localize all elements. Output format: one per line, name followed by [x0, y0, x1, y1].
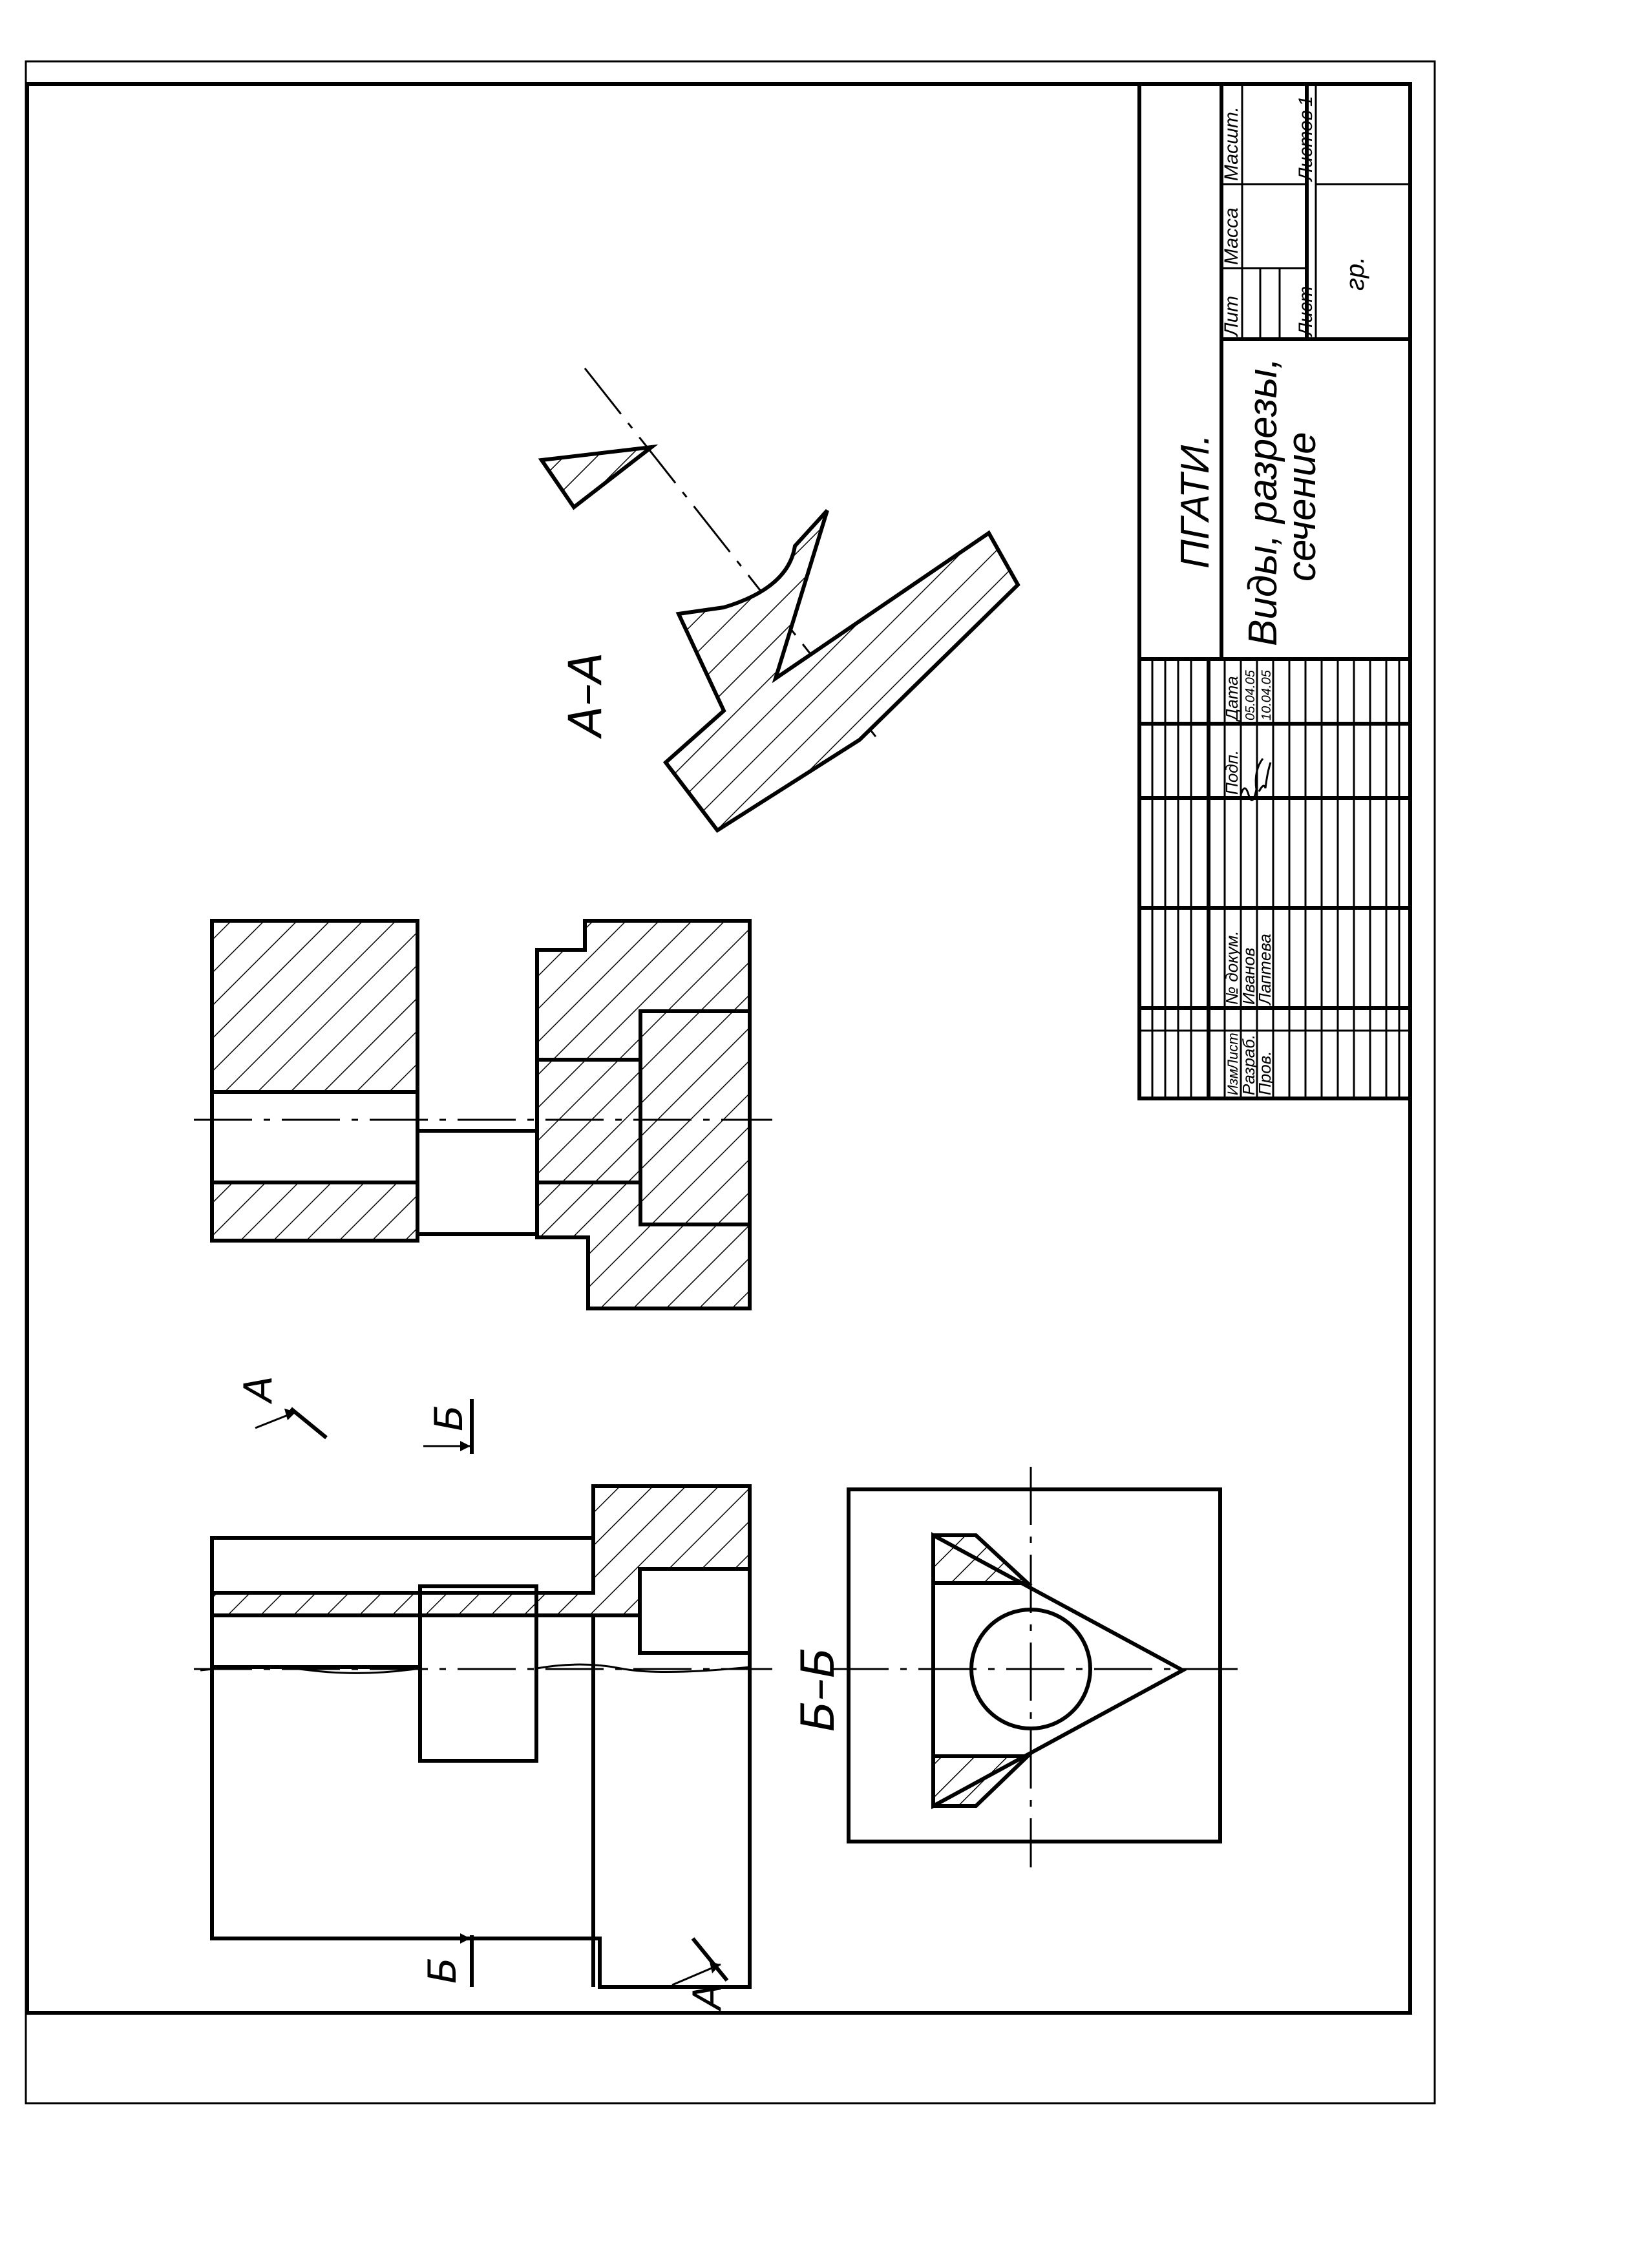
developer-signature — [1240, 758, 1264, 801]
svg-text:A: A — [685, 1983, 730, 2012]
front-upper-hatch — [210, 1484, 752, 1617]
scale-label: Масшт. — [1221, 107, 1242, 181]
developer-date: 05.04.05 — [1243, 669, 1258, 720]
section-aa: A–A — [538, 368, 1020, 834]
front-right-bore — [638, 1567, 752, 1655]
sheets-label: Листов — [1295, 110, 1316, 182]
front-view — [194, 1484, 772, 1989]
header-signature: Подп. — [1222, 750, 1241, 795]
drawing-title-line2: сечение — [1280, 432, 1324, 582]
cut-marker-b-top: Б — [423, 1399, 474, 1454]
cut-marker-b-bottom: Б — [420, 1933, 474, 1987]
aa-small-triangle — [538, 444, 659, 510]
checker-name: Лаптева — [1255, 934, 1274, 1006]
sheets-count: 1 — [1295, 96, 1316, 107]
aa-section-label: A–A — [559, 652, 612, 739]
center-shaft — [416, 1129, 539, 1236]
section-bb: Б–Б — [792, 1467, 1238, 1867]
aa-main-section — [662, 509, 1020, 834]
header-date: Дата — [1222, 676, 1241, 722]
header-doc-no: № докум. — [1222, 930, 1241, 1005]
front-break-line — [200, 1663, 750, 1674]
svg-text:Б: Б — [427, 1405, 472, 1431]
checker-date: 10.04.05 — [1260, 669, 1274, 720]
title-block-text: ПГАТИ. Виды, разрезы, сечение Лит Масса … — [1173, 96, 1369, 1095]
organization-name: ПГАТИ. — [1173, 434, 1218, 569]
role-checker: Пров. — [1255, 1051, 1274, 1095]
bb-square — [847, 1487, 1222, 1843]
group-label: гр. — [1341, 257, 1369, 291]
left-block-top-hatch — [210, 919, 419, 1094]
cut-marker-a-top: A — [236, 1376, 328, 1440]
role-developer: Разраб. — [1239, 1034, 1258, 1095]
bb-triangle — [931, 1531, 1187, 1810]
sheet-label: Лист — [1295, 286, 1316, 337]
right-block-body — [535, 919, 752, 1310]
cut-marker-a-bottom: A — [671, 1937, 730, 2012]
header-change: Изм — [1225, 1069, 1241, 1095]
right-block-counterbore — [639, 1009, 752, 1226]
left-block-bottom-hatch — [210, 1181, 419, 1243]
top-section-view — [194, 919, 772, 1310]
bb-section-label: Б–Б — [792, 1647, 845, 1732]
svg-text:Б: Б — [420, 1957, 465, 1984]
svg-text:A: A — [236, 1376, 281, 1405]
drawing-title-line1: Виды, разрезы, — [1241, 357, 1285, 646]
header-sheet: Лист — [1225, 1033, 1241, 1071]
mass-label: Масса — [1221, 207, 1242, 265]
front-hub — [418, 1584, 538, 1763]
lit-label: Лит — [1221, 296, 1242, 337]
checker-signature — [1258, 762, 1272, 792]
developer-name: Иванов — [1239, 948, 1258, 1005]
title-block — [1137, 82, 1412, 1100]
